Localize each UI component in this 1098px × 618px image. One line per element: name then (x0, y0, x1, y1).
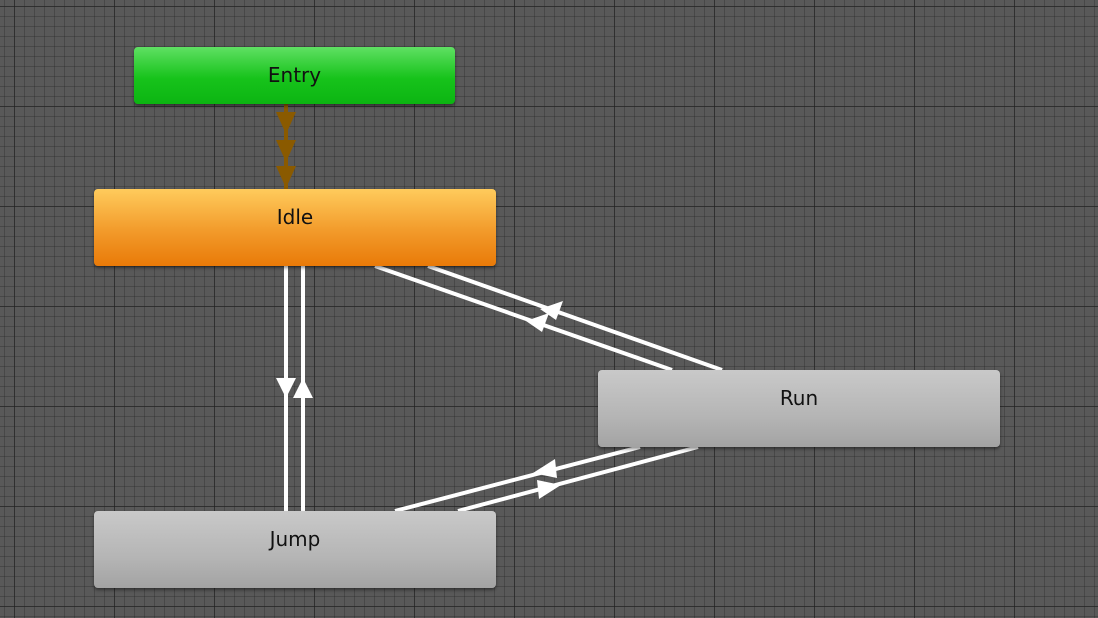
transition-run-to-jump[interactable] (394, 445, 641, 513)
transition-idle-to-run[interactable] (374, 264, 673, 372)
arrow-left-icon (540, 301, 563, 320)
arrow-right-icon (526, 313, 549, 332)
state-idle-label: Idle (276, 205, 314, 229)
transition-jump-to-idle[interactable] (293, 266, 313, 511)
arrow-down-icon (276, 166, 296, 188)
state-jump[interactable]: Jump (94, 511, 496, 588)
arrow-up-icon (293, 378, 313, 398)
arrow-down-icon (276, 140, 296, 162)
state-run-label: Run (779, 386, 819, 410)
transition-run-to-idle[interactable] (427, 264, 723, 372)
state-entry-label: Entry (267, 63, 322, 87)
transition-line (427, 264, 723, 372)
transition-line (394, 445, 641, 513)
transition-idle-to-jump[interactable] (276, 266, 296, 511)
state-jump-label: Jump (269, 527, 321, 551)
arrow-down-icon (276, 112, 296, 134)
transition-jump-to-run[interactable] (457, 445, 699, 513)
state-idle[interactable]: Idle (94, 189, 496, 266)
transition-line (374, 264, 673, 372)
state-run[interactable]: Run (598, 370, 1000, 447)
state-entry[interactable]: Entry (134, 47, 455, 104)
transition-line (457, 445, 699, 513)
arrow-left-icon (533, 459, 557, 478)
arrow-down-icon (276, 378, 296, 398)
transition-entry-to-idle[interactable] (276, 104, 296, 189)
arrow-right-icon (537, 480, 561, 499)
